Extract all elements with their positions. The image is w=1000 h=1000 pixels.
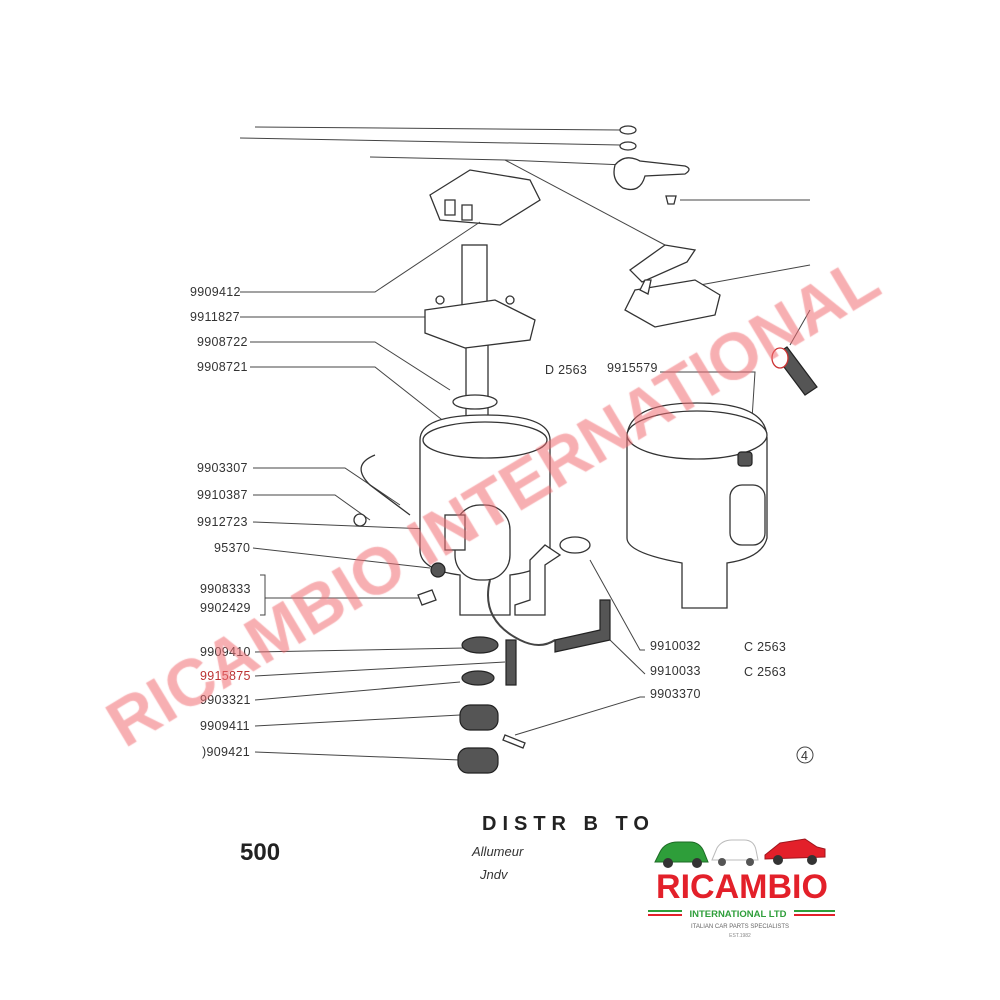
part-number-label: 9909411 <box>200 719 250 733</box>
part-number-label: 9908333 <box>200 582 251 596</box>
logo-subtitle: INTERNATIONAL LTD <box>689 909 786 920</box>
part-number-label: 9909410 <box>200 645 251 659</box>
logo-established: EST.1982 <box>729 933 751 939</box>
part-number-label: )909421 <box>202 745 250 759</box>
part-number-label: 9910032 <box>650 639 701 653</box>
ricambio-logo: RICAMBIO INTERNATIONAL LTD ITALIAN CAR P… <box>648 838 835 939</box>
d-code-label: D 2563 <box>545 363 587 377</box>
subtitle-german: Jndv <box>479 867 509 882</box>
part-number-label: 9910387 <box>197 488 248 502</box>
part-number-label: 9915875 <box>200 669 251 683</box>
logo-tagline: ITALIAN CAR PARTS SPECIALISTS <box>691 924 789 930</box>
part-number-label: 9911827 <box>190 310 240 324</box>
left-part-numbers: 9909412 9911827 9908722 9908721 9903307 … <box>190 285 251 759</box>
part-number-label: 9910033 <box>650 664 701 678</box>
diagram-title: DISTR B TO <box>482 813 655 835</box>
c-code-label: C 2563 <box>744 640 786 654</box>
part-number-label: 9909412 <box>190 285 241 299</box>
part-number-label: 9915579 <box>607 361 658 375</box>
part-number-label: 9908721 <box>197 360 248 374</box>
part-number-label: 9903370 <box>650 687 701 701</box>
model-number: 500 <box>240 839 280 866</box>
part-number-label: 9908722 <box>197 335 248 349</box>
part-number-label: 9903321 <box>200 693 251 707</box>
part-number-label: 9902429 <box>200 601 251 615</box>
subtitle-french: Allumeur <box>471 844 524 859</box>
distributor-body-left <box>353 414 611 653</box>
part-number-label: 95370 <box>214 541 250 555</box>
distributor-body-right <box>626 402 768 609</box>
car-icons <box>654 838 826 868</box>
part-number-label: 9912723 <box>197 515 248 529</box>
top-leader-lines <box>239 126 811 346</box>
corner-mark: 4 <box>801 749 808 763</box>
part-number-label: 9903307 <box>197 461 248 475</box>
c-code-label: C 2563 <box>744 665 786 679</box>
lower-parts <box>457 636 526 774</box>
logo-name: RICAMBIO <box>656 868 828 906</box>
